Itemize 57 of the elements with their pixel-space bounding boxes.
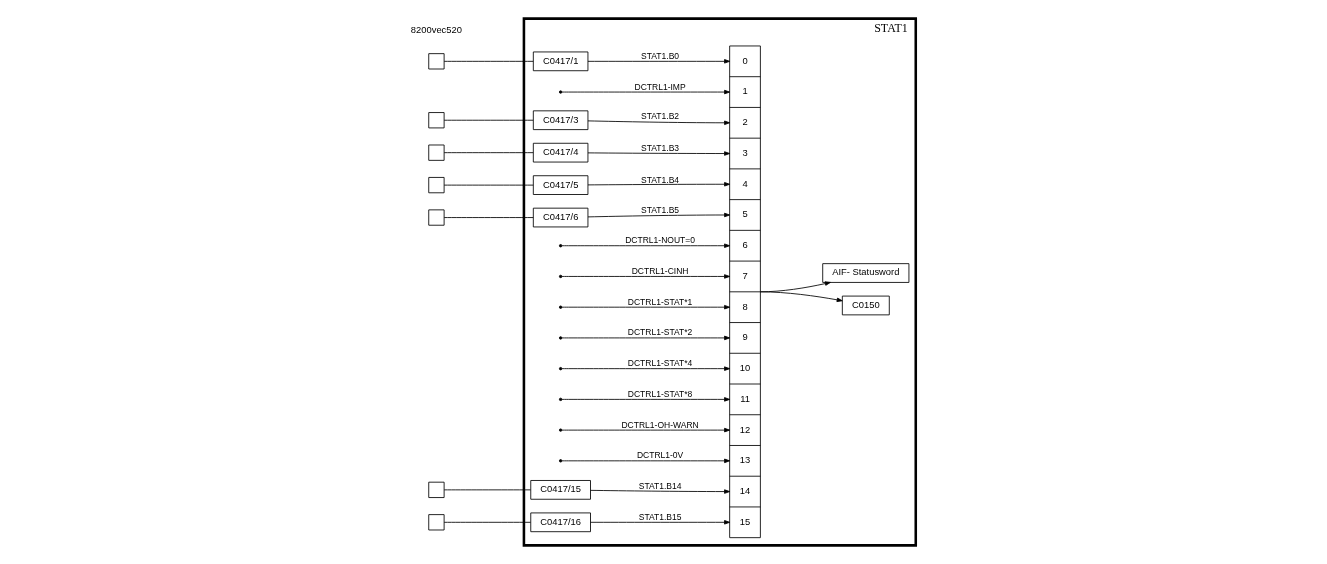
- edge-label: STAT1.B15: [638, 511, 682, 522]
- edge-label: STAT1.B2: [641, 111, 680, 122]
- arrow: [561, 89, 731, 95]
- edge-label: DCTRL1-NOUT=0: [625, 235, 695, 246]
- label: 8200vec520: [410, 23, 462, 35]
- node-box: C0417/4: [532, 142, 589, 163]
- node-box: AIF- Statusword: [822, 263, 910, 283]
- connector: [443, 60, 534, 62]
- node-box: C0150: [841, 295, 890, 316]
- arrow: [561, 458, 731, 464]
- node-box: [428, 53, 445, 70]
- arrow: [561, 397, 731, 402]
- edge-label: DCTRL1-STAT*4: [627, 358, 693, 369]
- node-box: [428, 514, 445, 531]
- connector: [443, 152, 534, 154]
- node-box: [428, 112, 445, 129]
- edge-label: STAT1.B3: [641, 142, 680, 153]
- edge-label: STAT1.B0: [641, 50, 680, 61]
- connector: [443, 521, 531, 523]
- node-box: C0417/3: [532, 110, 589, 131]
- edge-label: DCTRL1-STAT*8: [627, 388, 693, 399]
- arrow: [561, 366, 731, 371]
- edge-label: STAT1.B5: [641, 205, 680, 216]
- arrow: [561, 304, 731, 310]
- arrow: [590, 489, 731, 494]
- arrow: [590, 520, 731, 525]
- edge-label: DCTRL1-OH-WARN: [621, 419, 699, 430]
- arrow: [587, 182, 731, 187]
- arrow: [561, 274, 731, 279]
- arrow: [587, 212, 731, 218]
- node-box: [428, 209, 445, 226]
- arrow: [759, 281, 831, 293]
- edge-label: DCTRL1-STAT*2: [627, 327, 693, 338]
- node-box: C0417/16: [530, 512, 591, 533]
- edge-label: STAT1.B14: [638, 481, 682, 492]
- edge-label: DCTRL1-CINH: [631, 265, 689, 276]
- arrow: [561, 427, 731, 433]
- connector: [443, 119, 534, 121]
- arrow: [587, 59, 731, 64]
- connector: [443, 217, 534, 218]
- arrow: [561, 335, 731, 341]
- edge-label: DCTRL1-STAT*1: [627, 296, 693, 307]
- edge-label: DCTRL1-IMP: [634, 81, 686, 92]
- node-box: [428, 144, 445, 161]
- node-box: C0417/15: [530, 480, 591, 500]
- connector: [443, 489, 531, 491]
- node-box: [428, 481, 445, 498]
- node-box: [428, 177, 445, 194]
- node-box: C0417/5: [532, 175, 589, 195]
- connector: [443, 184, 534, 186]
- edge-label: STAT1.B4: [641, 174, 680, 185]
- node-box: C0417/6: [532, 207, 589, 228]
- node-box: C0417/1: [532, 51, 589, 72]
- edge-label: DCTRL1-0V: [636, 450, 684, 461]
- arrow: [587, 120, 731, 125]
- arrow: [561, 243, 731, 248]
- arrow: [587, 151, 731, 156]
